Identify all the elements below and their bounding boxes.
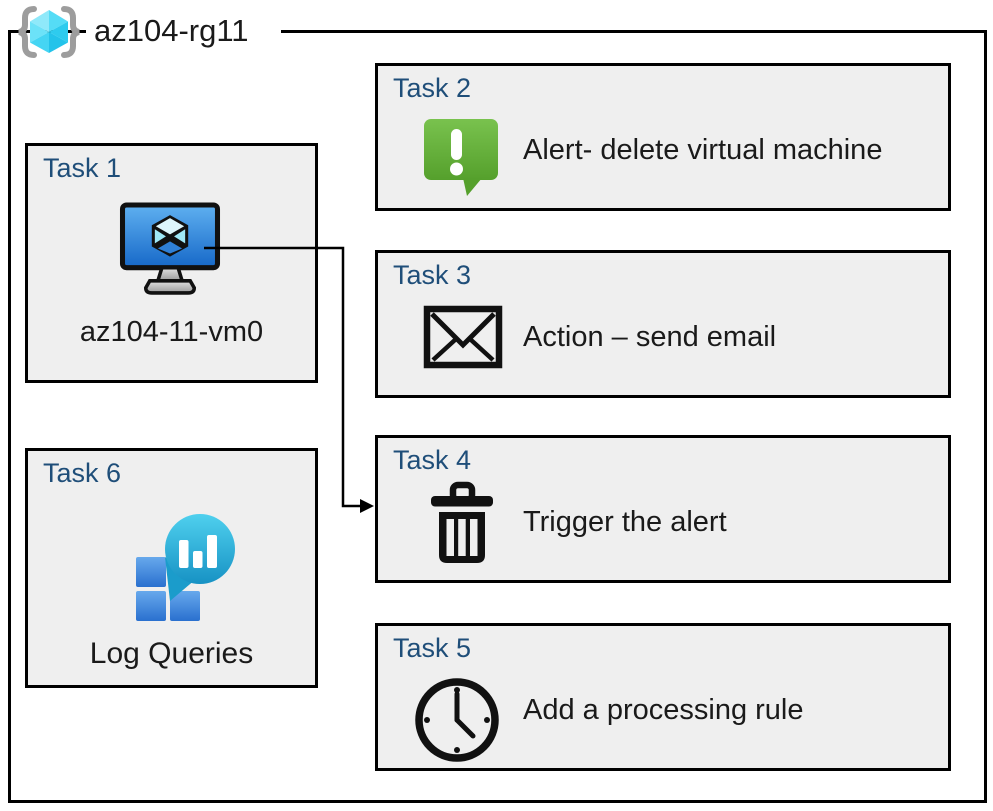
task-3-label: Action – send email (523, 321, 777, 353)
email-envelope-icon (423, 305, 503, 369)
task-3-title: Task 3 (393, 260, 472, 290)
alert-message-icon (424, 119, 498, 196)
clock-icon (415, 678, 499, 762)
trash-can-icon (431, 481, 493, 563)
task-5-title: Task 5 (393, 633, 472, 663)
task-2-title: Task 2 (393, 73, 472, 103)
task-box-5: Task 5 Add a processing rule (375, 623, 951, 771)
task-box-3: Task 3 Action – send email (375, 250, 951, 398)
task-box-6: Task 6 Log Queries (25, 448, 318, 688)
log-queries-icon (136, 514, 235, 621)
resource-group-name: az104-rg11 (86, 10, 281, 56)
task-5-label: Add a processing rule (523, 694, 804, 726)
task-1-label: az104-11-vm0 (79, 316, 264, 348)
task-6-label: Log Queries (89, 637, 254, 670)
virtual-machine-icon (119, 202, 221, 295)
task-box-4: Task 4 Trigger the alert (375, 435, 951, 583)
resource-group-icon (18, 6, 80, 58)
task-4-title: Task 4 (393, 445, 472, 475)
task-box-2: Task 2 Alert- delete virtual machine (375, 63, 951, 211)
task-box-1: Task 1 az104-11-vm0 (25, 143, 318, 383)
task-4-label: Trigger the alert (523, 506, 727, 538)
task-6-title: Task 6 (43, 458, 122, 488)
task-2-label: Alert- delete virtual machine (523, 134, 883, 166)
task-1-title: Task 1 (43, 153, 122, 183)
